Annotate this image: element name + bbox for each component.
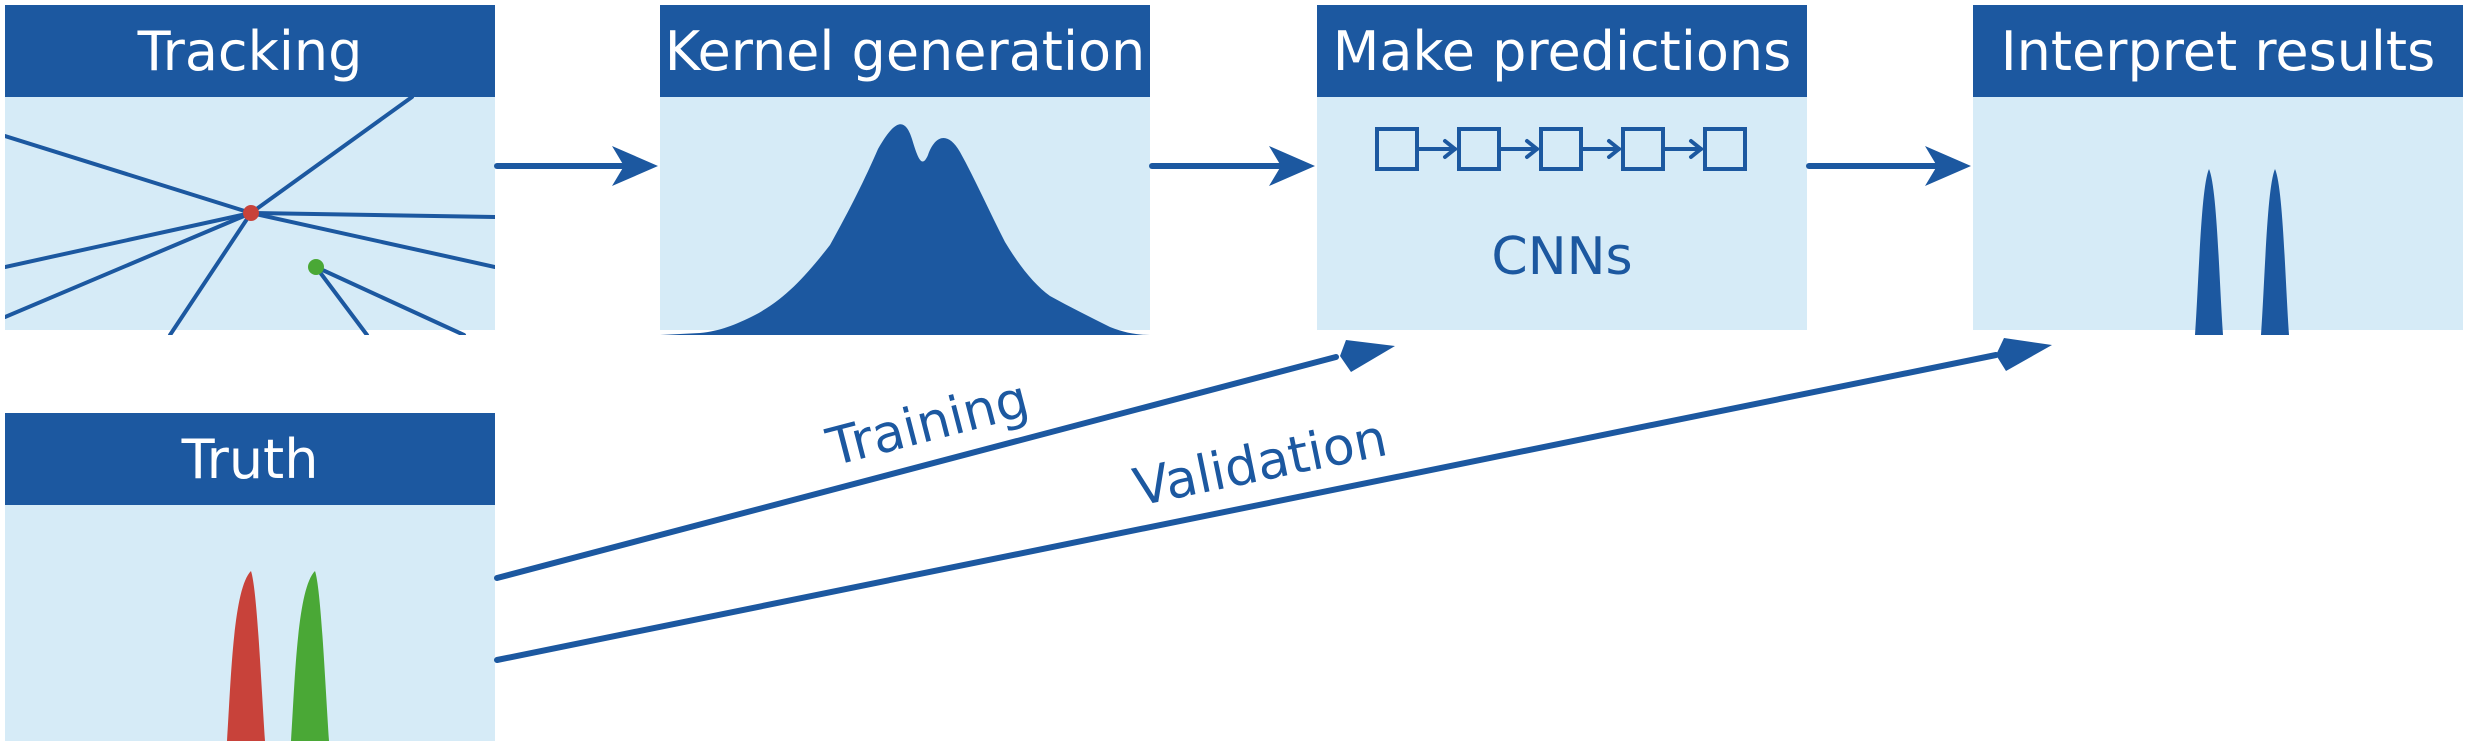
truth-body — [5, 505, 495, 741]
track-line — [314, 265, 466, 335]
result-peaks-illustration — [2195, 169, 2289, 335]
track-line — [168, 211, 253, 335]
training-label: Training — [820, 369, 1035, 479]
make-predictions-body: CNNs — [1317, 97, 1807, 335]
track-line — [5, 134, 253, 215]
cnn-label: CNNs — [1491, 227, 1633, 287]
arrow-right-icon — [1497, 139, 1539, 159]
track-line — [249, 97, 414, 215]
track-line — [249, 211, 495, 269]
tracking-title: Tracking — [5, 5, 495, 97]
square-outline-icon — [1703, 127, 1747, 171]
arrowhead — [1340, 340, 1395, 372]
square-outline-icon — [1539, 127, 1583, 171]
kernel-illustration — [660, 124, 1150, 335]
result-peak — [2195, 169, 2223, 335]
track-line — [5, 211, 253, 319]
cnn-chain-illustration — [1375, 127, 1747, 171]
arrowhead — [1925, 146, 1971, 186]
truth-title: Truth — [5, 413, 495, 505]
arrow-right-icon — [1661, 139, 1703, 159]
primary-vertex-dot — [243, 205, 259, 221]
truth-panel: Truth — [5, 413, 495, 741]
track-line — [5, 211, 253, 269]
truth-peak-red — [227, 571, 265, 741]
square-outline-icon — [1457, 127, 1501, 171]
make-predictions-title: Make predictions — [1317, 5, 1807, 97]
truth-peaks-illustration — [227, 571, 329, 741]
tracking-illustration — [5, 97, 495, 335]
square-outline-icon — [1375, 127, 1419, 171]
track-line — [249, 211, 495, 219]
track-line — [314, 265, 369, 335]
kernel-generation-panel: Kernel generation — [660, 5, 1150, 335]
square-outline-icon — [1621, 127, 1665, 171]
kernel-generation-title: Kernel generation — [660, 5, 1150, 97]
make-predictions-panel: Make predictions CNNs — [1317, 5, 1807, 330]
arrow-validation — [494, 352, 1999, 663]
kernel-generation-body — [660, 97, 1150, 335]
tracking-panel: Tracking — [5, 5, 495, 335]
arrow-right-icon — [1579, 139, 1621, 159]
arrowhead — [1269, 146, 1315, 186]
arrow-right-icon — [1415, 139, 1457, 159]
interpret-results-title: Interpret results — [1973, 5, 2463, 97]
arrow-training — [494, 354, 1339, 581]
interpret-results-body — [1973, 97, 2463, 335]
interpret-results-panel: Interpret results — [1973, 5, 2463, 335]
secondary-vertex-dot — [308, 259, 324, 275]
arrowhead — [1996, 338, 2052, 371]
arrowhead — [612, 146, 658, 186]
validation-label: Validation — [1129, 408, 1393, 518]
kernel-density-shape — [660, 124, 1150, 335]
result-peak — [2261, 169, 2289, 335]
tracking-body — [5, 97, 495, 335]
truth-peak-green — [291, 571, 329, 741]
